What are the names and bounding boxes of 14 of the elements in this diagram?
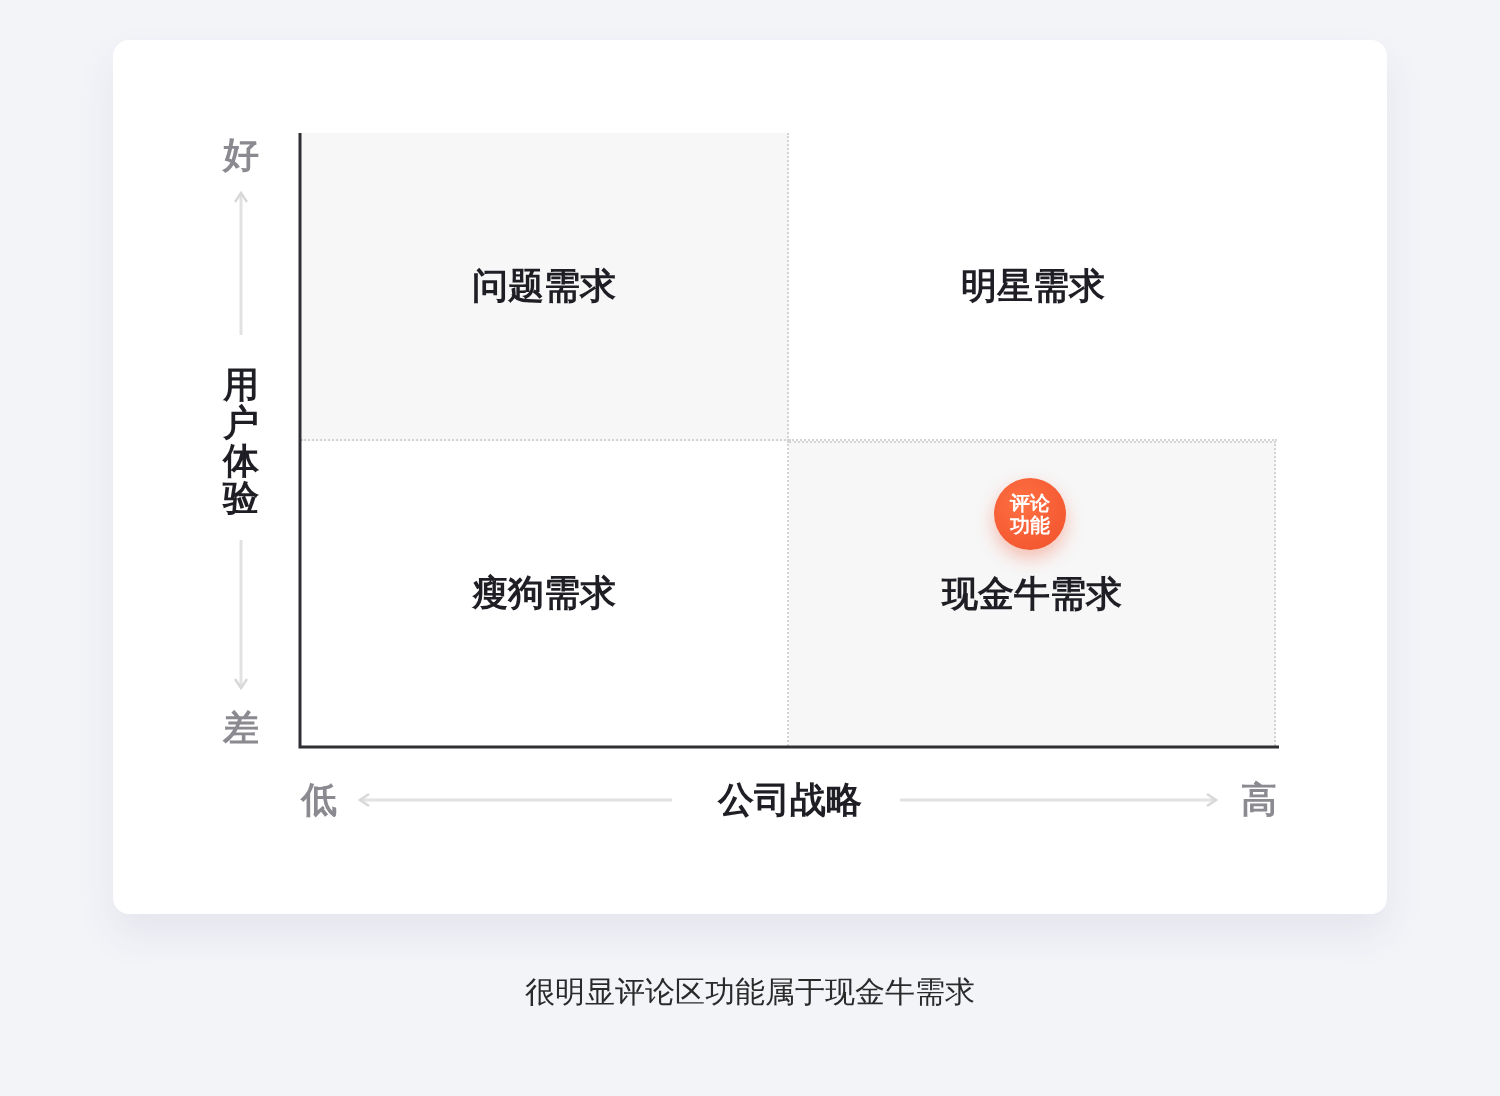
quadrant-panel: [789, 441, 1276, 746]
axis-label: 差: [223, 710, 259, 746]
quadrant-label: 明星需求: [961, 263, 1105, 308]
axis-label: 好: [223, 137, 259, 173]
axis-label: 低: [301, 782, 337, 818]
caption: 很明显评论区功能属于现金牛需求: [524, 973, 976, 1011]
quadrant-panel: [301, 133, 789, 441]
axis-label: 用户体验: [223, 366, 259, 518]
axis-label: 公司战略: [718, 782, 862, 818]
quadrant-label: 瘦狗需求: [472, 571, 616, 615]
axis-label: 高: [1241, 782, 1277, 818]
quadrant-label: 问题需求: [472, 263, 616, 308]
feature-badge: 评论功能: [994, 478, 1066, 550]
quadrant-label: 现金牛需求: [941, 572, 1122, 616]
